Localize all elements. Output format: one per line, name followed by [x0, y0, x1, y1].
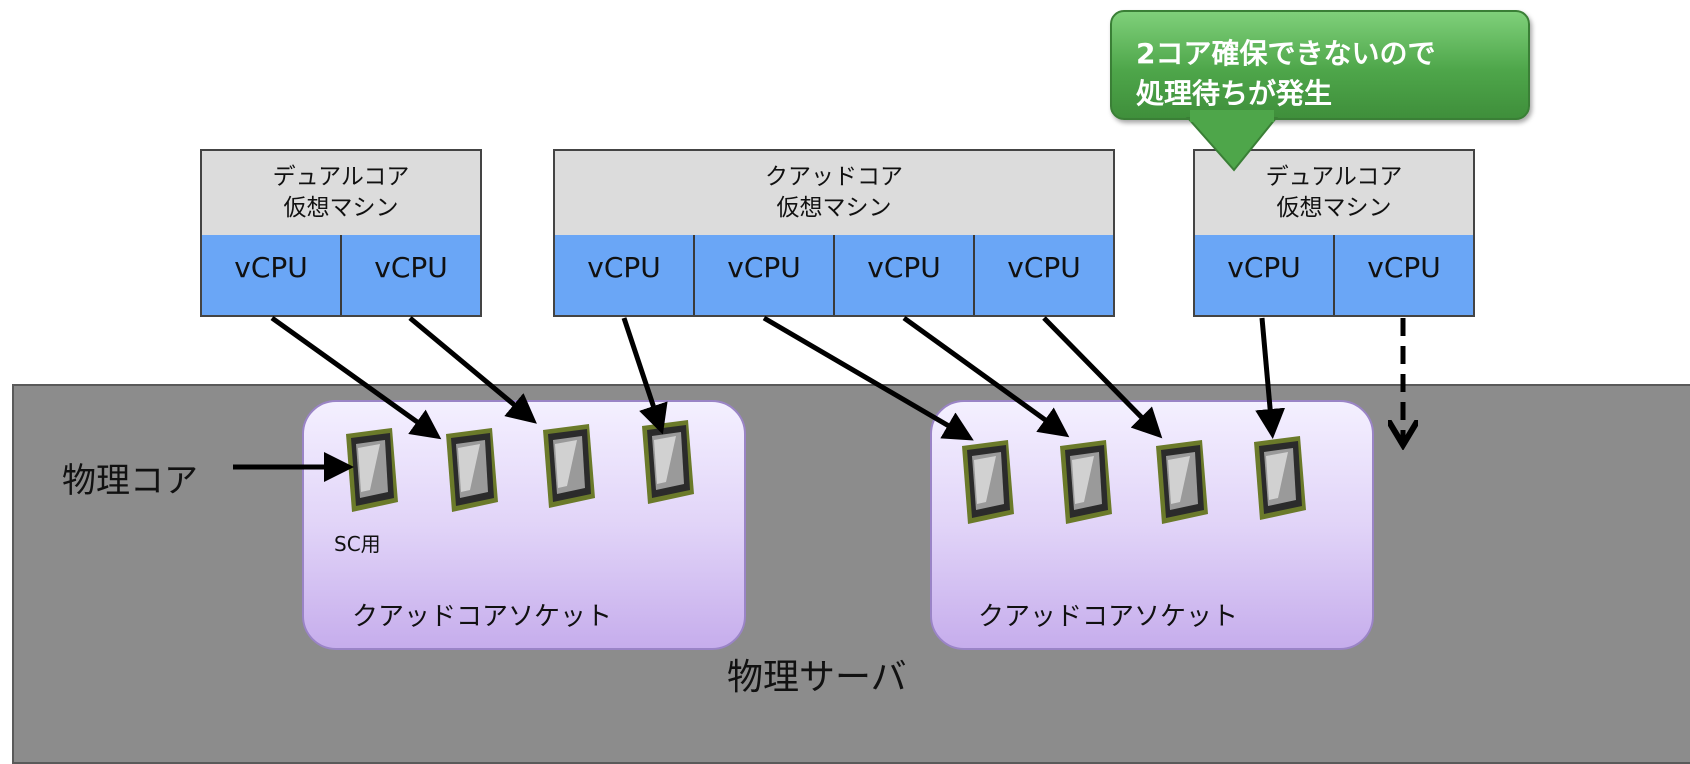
vcpu-row: vCPU vCPU — [202, 235, 480, 315]
arrow-vcpu-7 — [1255, 317, 1286, 439]
arrow-vcpu-2 — [408, 316, 537, 424]
vm-title-line-2: 仮想マシン — [283, 195, 399, 221]
vm-title-line-2: 仮想マシン — [776, 195, 892, 221]
socket-label-2: クアッドコアソケット — [978, 602, 1239, 632]
vcpu-cell: vCPU — [202, 235, 342, 315]
cpu-chip-icon — [446, 428, 498, 512]
vm-header: デュアルコア 仮想マシン — [202, 151, 480, 236]
physical-server-label: 物理サーバ — [727, 657, 907, 698]
vcpu-cell: vCPU — [342, 235, 480, 315]
vm-title-line-1: デュアルコア — [272, 164, 410, 190]
vcpu-cell: vCPU — [1195, 235, 1335, 315]
cpu-chip-icon — [346, 428, 398, 512]
vcpu-cell: vCPU — [695, 235, 835, 315]
vcpu-cell: vCPU — [555, 235, 695, 315]
vm-title-line-2: 仮想マシン — [1276, 195, 1392, 221]
vm-header: デュアルコア 仮想マシン — [1195, 151, 1473, 236]
vcpu-cell: vCPU — [975, 235, 1113, 315]
cpu-chip-icon — [962, 440, 1014, 524]
vcpu-row: vCPU vCPU vCPU vCPU — [555, 235, 1113, 315]
vm-dual-core-2: デュアルコア 仮想マシン vCPU vCPU — [1193, 149, 1475, 317]
vcpu-cell: vCPU — [1335, 235, 1473, 315]
arrow-vcpu-3 — [621, 317, 668, 435]
cpu-chip-icon — [543, 424, 595, 508]
vm-quad-core: クアッドコア 仮想マシン vCPU vCPU vCPU vCPU — [553, 149, 1115, 317]
arrow-vcpu-4 — [762, 315, 974, 441]
arrow-vcpu-5 — [902, 315, 1070, 438]
cpu-chip-icon — [1060, 440, 1112, 524]
vm-title-line-1: デュアルコア — [1265, 164, 1403, 190]
physical-core-label: 物理コア — [62, 461, 198, 501]
vm-title-line-1: クアッドコア — [765, 164, 903, 190]
sc-core-label: SC用 — [334, 532, 381, 556]
callout-bubble: 2コア確保できないので 処理待ちが発生 — [1110, 10, 1530, 120]
callout-pointer — [1185, 117, 1279, 172]
callout-line-1: 2コア確保できないので — [1136, 37, 1436, 70]
arrow-vcpu-1 — [270, 315, 442, 440]
vcpu-cell: vCPU — [835, 235, 975, 315]
cpu-chip-icon — [1254, 436, 1306, 520]
cpu-chip-icon — [1156, 440, 1208, 524]
arrows-overlay — [233, 110, 1690, 482]
vcpu-row: vCPU vCPU — [1195, 235, 1473, 315]
socket-label-1: クアッドコアソケット — [352, 602, 613, 632]
vm-header: クアッドコア 仮想マシン — [555, 151, 1113, 236]
vm-dual-core-1: デュアルコア 仮想マシン vCPU vCPU — [200, 149, 482, 317]
cpu-chip-icon — [642, 420, 694, 504]
arrow-vcpu-6 — [1042, 316, 1163, 439]
callout-line-2: 処理待ちが発生 — [1136, 77, 1333, 110]
